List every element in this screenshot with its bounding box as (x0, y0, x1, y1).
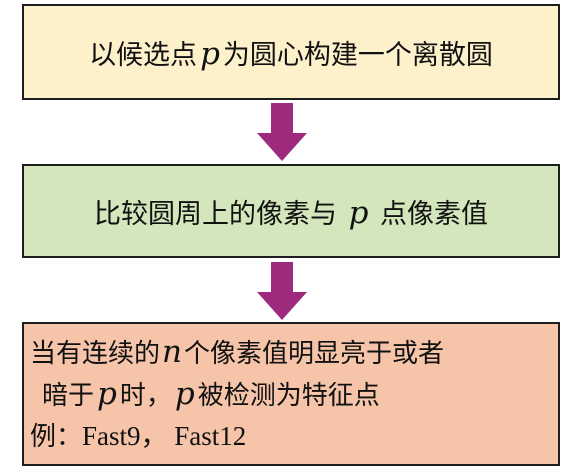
step-3-line-2-mid: 时， (119, 381, 172, 411)
down-arrow-icon (257, 262, 307, 320)
step-1-text-after: 为圆心构建一个离散圆 (222, 39, 493, 71)
step-1-text-before: 以候选点 (89, 39, 198, 71)
step-3-variable-n: n (162, 334, 182, 370)
step-2-text-before: 比较圆周上的像素与 (93, 198, 346, 230)
step-3-line-1-before: 当有连续的 (30, 339, 161, 369)
step-3-variable-p-second: p (174, 376, 195, 412)
step-3-line-2-after: 被检测为特征点 (197, 381, 380, 411)
step-1-variable-p: p (200, 35, 220, 72)
step-2-variable-p: p (348, 194, 369, 231)
step-3-example-values: Fast9， Fast12 (82, 421, 247, 451)
down-arrow-icon (257, 103, 307, 161)
step-2-text: 比较圆周上的像素与 p 点像素值 (94, 192, 488, 231)
step-3-variable-p: p (97, 376, 117, 412)
step-3-line-2-before: 暗于 (42, 381, 95, 411)
step-3-line-3: 例：Fast9， Fast12 (30, 416, 558, 457)
step-3-line-1-after: 个像素值明显亮于或者 (183, 339, 444, 369)
step-2-box: 比较圆周上的像素与 p 点像素值 (22, 164, 560, 258)
step-3-line-1: 当有连续的n个像素值明显亮于或者 (30, 332, 558, 374)
step-2-text-after: 点像素值 (371, 198, 489, 230)
step-3-example-prefix: 例： (30, 422, 83, 452)
